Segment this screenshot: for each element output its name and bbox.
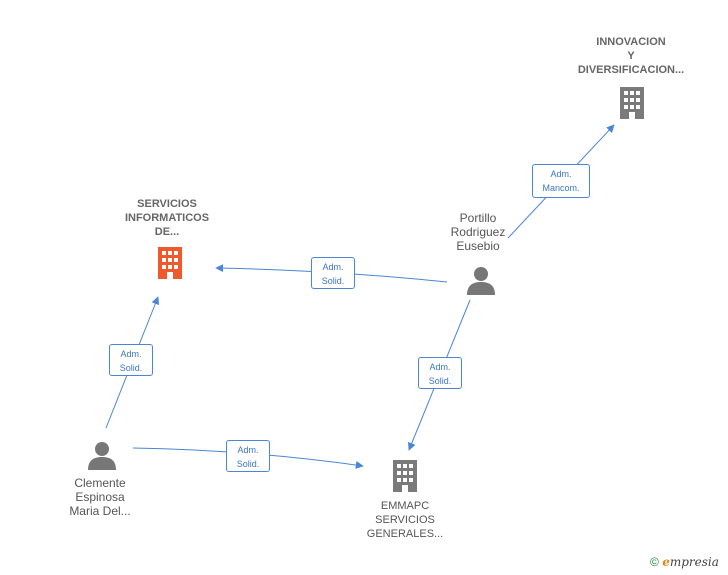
edge-label-adm-solid[interactable]: Adm. Solid.	[109, 344, 153, 376]
label-line: SERVICIOS	[137, 198, 197, 210]
label-line: Maria Del...	[69, 504, 131, 518]
building-icon-highlighted[interactable]	[154, 246, 186, 280]
edge-label-line: Adm.	[322, 262, 344, 272]
edge-label-line: Solid.	[236, 459, 260, 469]
copyright-icon: ©	[650, 555, 659, 569]
person-label-portillo[interactable]: Portillo Rodriguez Eusebio	[428, 211, 528, 253]
label-line: Rodriguez	[450, 225, 506, 239]
company-label-emmapc[interactable]: EMMAPC SERVICIOS GENERALES...	[345, 499, 465, 541]
edge-label-adm-solid[interactable]: Adm. Solid.	[226, 440, 270, 472]
edge-label-line: Adm.	[120, 349, 142, 359]
edge-label-line: Solid.	[321, 276, 345, 286]
label-line: Eusebio	[456, 239, 500, 253]
edge-label-line: Solid.	[119, 363, 143, 373]
label-line: INFORMATICOS	[124, 212, 210, 224]
company-label-innovacion[interactable]: INNOVACION Y DIVERSIFICACION...	[560, 35, 702, 77]
edge-label-line: Adm.	[237, 445, 259, 455]
label-line: DIVERSIFICACION...	[577, 64, 685, 76]
building-icon[interactable]	[389, 459, 421, 493]
label-line: INNOVACION	[596, 36, 666, 48]
label-line: Espinosa	[75, 490, 125, 504]
label-line: Clemente	[74, 476, 126, 490]
edge-label-line: Solid.	[428, 376, 452, 386]
label-line: GENERALES...	[366, 528, 444, 540]
label-line: Y	[627, 50, 635, 62]
edge-label-adm-mancom[interactable]: Adm. Mancom.	[532, 164, 590, 198]
footer-brand: © empresia	[650, 555, 719, 569]
person-icon[interactable]	[86, 440, 118, 470]
edge-label-adm-solid[interactable]: Adm. Solid.	[418, 357, 462, 389]
building-icon[interactable]	[616, 86, 648, 120]
company-label-servicios[interactable]: SERVICIOS INFORMATICOS DE...	[100, 197, 234, 239]
edge-label-line: Mancom.	[542, 183, 580, 193]
brand-logo: empresia	[662, 555, 719, 569]
label-line: Portillo	[459, 211, 497, 225]
label-line: EMMAPC	[380, 500, 430, 512]
edge-label-line: Adm.	[429, 362, 451, 372]
edge-label-line: Adm.	[550, 169, 572, 179]
label-line: SERVICIOS	[375, 514, 435, 526]
label-line: DE...	[154, 226, 180, 238]
person-icon[interactable]	[465, 265, 497, 295]
edge-label-adm-solid[interactable]: Adm. Solid.	[311, 257, 355, 289]
person-label-clemente[interactable]: Clemente Espinosa Maria Del...	[50, 476, 150, 518]
